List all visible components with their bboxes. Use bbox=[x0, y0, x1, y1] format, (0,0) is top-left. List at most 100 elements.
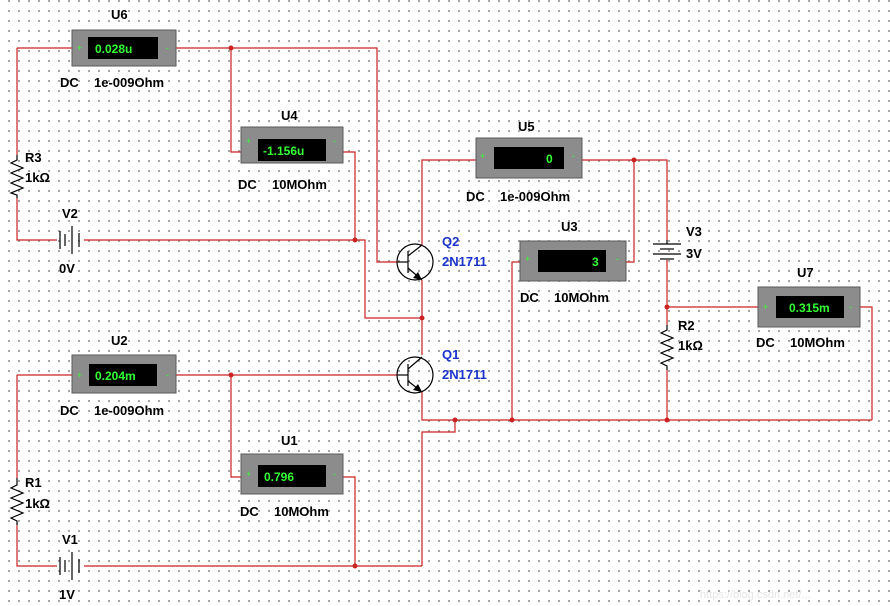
transistor-q1[interactable]: Q1 2N1711 bbox=[396, 347, 487, 394]
meter-ref: U2 bbox=[111, 333, 128, 348]
meter-reading: 0 bbox=[546, 152, 553, 166]
meter-resistance: 1e-009Ohm bbox=[500, 189, 570, 204]
wire bbox=[511, 261, 520, 420]
meter-minus-terminal: - bbox=[166, 43, 169, 53]
meter-resistance: 10MOhm bbox=[272, 177, 327, 192]
meter-ref: U3 bbox=[561, 219, 578, 234]
transistor-q2[interactable]: Q2 2N1711 bbox=[396, 234, 487, 281]
meter-display bbox=[538, 250, 606, 272]
resistor-r3[interactable]: R3 1kΩ bbox=[9, 150, 50, 198]
meter-ref: U4 bbox=[281, 108, 298, 123]
junctions bbox=[228, 45, 670, 569]
meter-plus-terminal: + bbox=[763, 302, 768, 312]
meter-u5[interactable]: U5 0 + - DC 1e-009Ohm bbox=[466, 119, 583, 204]
meter-minus-terminal: - bbox=[333, 469, 336, 479]
meter-reading: 3 bbox=[592, 255, 599, 269]
wire bbox=[860, 306, 873, 420]
resistor-r1[interactable]: R1 1kΩ bbox=[9, 475, 50, 525]
resistor-value: 1kΩ bbox=[25, 496, 50, 511]
wire bbox=[176, 47, 398, 263]
meter-reading: 0.204m bbox=[95, 369, 136, 383]
resistor-value: 1kΩ bbox=[25, 170, 50, 185]
source-v1[interactable]: V1 1V bbox=[59, 532, 80, 602]
wires bbox=[16, 47, 873, 567]
meter-u7[interactable]: U7 0.315m + - DC 10MOhm bbox=[756, 265, 861, 350]
source-ref: V1 bbox=[62, 532, 78, 547]
wire bbox=[16, 525, 57, 567]
source-v2[interactable]: V2 0V bbox=[59, 206, 80, 276]
meter-resistance: 10MOhm bbox=[274, 504, 329, 519]
transistor-ref: Q2 bbox=[442, 234, 459, 249]
meter-resistance: 1e-009Ohm bbox=[94, 75, 164, 90]
meter-ref: U1 bbox=[281, 433, 298, 448]
wire bbox=[421, 392, 872, 421]
resistor-ref: R2 bbox=[678, 318, 695, 333]
meter-u4[interactable]: U4 -1.156u + - DC 10MOhm bbox=[238, 108, 344, 192]
junction-dot bbox=[228, 372, 234, 378]
meter-resistance: 1e-009Ohm bbox=[94, 403, 164, 418]
meter-plus-terminal: + bbox=[246, 136, 251, 146]
transistor-outline bbox=[396, 243, 434, 281]
transistor-outline bbox=[396, 356, 434, 394]
meter-resistance: 10MOhm bbox=[790, 335, 845, 350]
meter-mode: DC bbox=[60, 403, 79, 418]
junction-dot bbox=[352, 237, 358, 243]
meter-mode: DC bbox=[756, 335, 775, 350]
meter-minus-terminal: - bbox=[849, 302, 852, 312]
meter-plus-terminal: + bbox=[77, 370, 82, 380]
source-value: 1V bbox=[59, 587, 75, 602]
junction-dot bbox=[509, 417, 515, 423]
wire bbox=[343, 151, 356, 240]
meter-ref: U7 bbox=[797, 265, 814, 280]
wire bbox=[343, 476, 356, 566]
source-v3[interactable]: V3 3V bbox=[653, 224, 702, 261]
junction-dot bbox=[631, 157, 637, 163]
meter-plus-terminal: + bbox=[525, 254, 530, 264]
meter-reading: 0.315m bbox=[789, 301, 830, 315]
junction-dot bbox=[664, 417, 670, 423]
meter-plus-terminal: + bbox=[480, 151, 485, 161]
meter-display bbox=[89, 364, 157, 386]
meter-u2[interactable]: U2 0.204m + - DC 1e-009Ohm bbox=[60, 333, 177, 418]
resistor-r2[interactable]: R2 1kΩ bbox=[659, 318, 703, 370]
wire bbox=[626, 160, 635, 263]
meter-reading: 0.796 bbox=[264, 470, 294, 484]
meter-reading: -1.156u bbox=[263, 144, 304, 158]
wire bbox=[230, 48, 241, 153]
transistor-collector bbox=[407, 244, 423, 257]
wire bbox=[582, 159, 668, 240]
meter-minus-terminal: - bbox=[572, 151, 575, 161]
meter-mode: DC bbox=[238, 177, 257, 192]
transistor-model: 2N1711 bbox=[442, 254, 487, 269]
meter-minus-terminal: - bbox=[333, 136, 336, 146]
meter-display bbox=[88, 37, 158, 59]
wire bbox=[355, 239, 422, 319]
meter-mode: DC bbox=[240, 504, 259, 519]
wire bbox=[230, 375, 241, 478]
wire bbox=[421, 159, 476, 245]
meter-display bbox=[258, 139, 326, 161]
meter-u1[interactable]: U1 0.796 + - DC 10MOhm bbox=[240, 433, 344, 519]
emitter-arrow-icon bbox=[413, 272, 422, 280]
junction-dot bbox=[228, 45, 234, 51]
meter-mode: DC bbox=[466, 189, 485, 204]
source-ref: V3 bbox=[686, 224, 702, 239]
source-ref: V2 bbox=[62, 206, 78, 221]
meter-minus-terminal: - bbox=[616, 254, 619, 264]
transistor-ref: Q1 bbox=[442, 347, 459, 362]
junction-dot bbox=[664, 304, 670, 310]
resistor-ref: R3 bbox=[25, 150, 42, 165]
source-value: 0V bbox=[59, 261, 75, 276]
resistor-symbol bbox=[659, 325, 675, 370]
resistor-ref: R1 bbox=[25, 475, 42, 490]
meter-minus-terminal: - bbox=[166, 370, 169, 380]
meter-display bbox=[494, 147, 564, 169]
junction-dot bbox=[352, 563, 358, 569]
junction-dot bbox=[452, 417, 458, 423]
source-value: 3V bbox=[686, 246, 702, 261]
meter-u3[interactable]: U3 3 + - DC 10MOhm bbox=[519, 219, 627, 305]
resistor-symbol bbox=[9, 155, 25, 198]
meter-display bbox=[776, 296, 844, 318]
watermark-text: https://blog.csdn.net/... bbox=[700, 589, 811, 601]
meter-u6[interactable]: U6 0.028u + - DC 1e-009Ohm bbox=[60, 7, 177, 90]
